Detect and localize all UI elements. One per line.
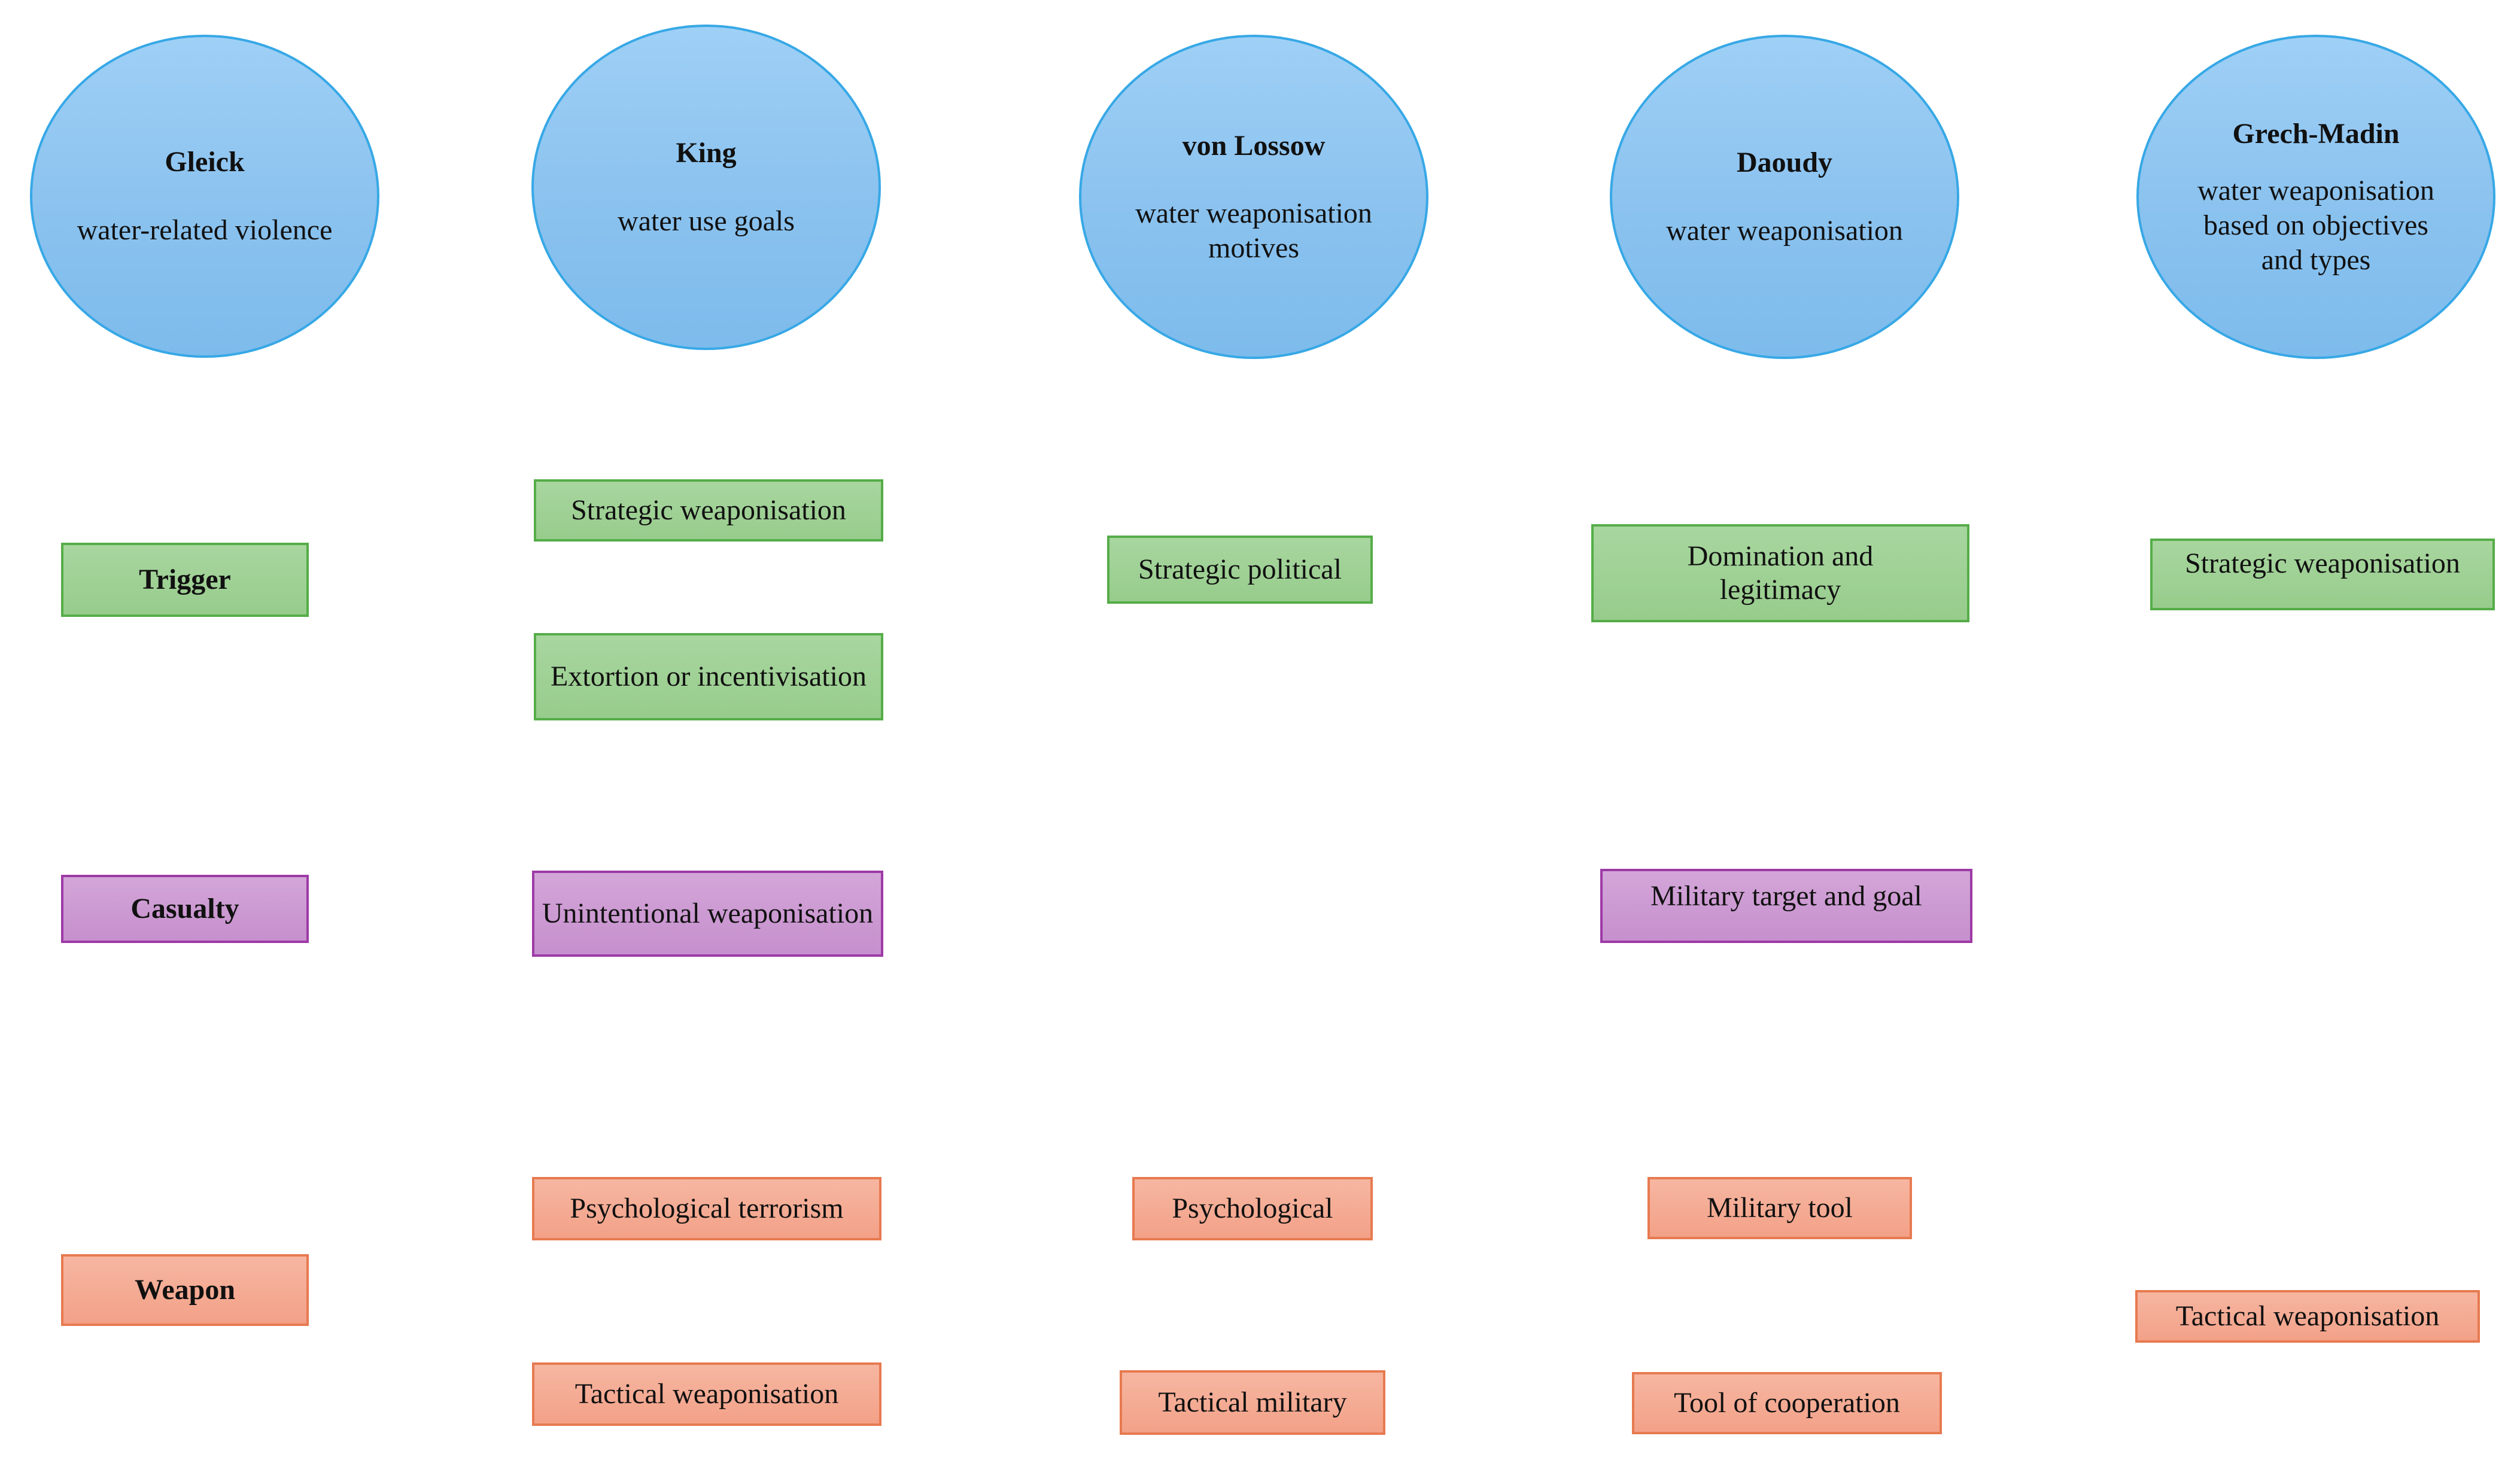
- box-weapon: Weapon: [61, 1254, 309, 1326]
- circle-description: water use goals: [618, 205, 795, 237]
- circle-von-lossow: von Lossow water weaponisation motives: [1079, 35, 1428, 359]
- circle-title: Grech-Madin: [2232, 117, 2400, 150]
- circle-daoudy: Daoudy water weaponisation: [1610, 35, 1959, 359]
- box-daoudy-domination: Domination and legitimacy: [1591, 524, 1969, 622]
- box-grechmadin-strategic: Strategic weaponisation: [2150, 539, 2495, 610]
- circle-description: water-related violence: [77, 214, 333, 246]
- box-king-strategic: Strategic weaponisation: [534, 479, 883, 542]
- box-daoudy-cooperation: Tool of cooperation: [1632, 1372, 1942, 1434]
- box-king-psychological: Psychological terrorism: [532, 1177, 881, 1240]
- circle-king: King water use goals: [531, 25, 881, 350]
- box-casualty: Casualty: [61, 875, 309, 943]
- circle-grech-madin: Grech-Madin water weaponisation based on…: [2136, 35, 2495, 359]
- circle-title: Daoudy: [1736, 147, 1833, 179]
- box-daoudy-military-tool: Military tool: [1647, 1177, 1912, 1239]
- box-vonlossow-psychological: Psychological: [1132, 1177, 1373, 1240]
- circle-title: King: [676, 137, 737, 169]
- box-vonlossow-tactical: Tactical military: [1120, 1370, 1385, 1435]
- circle-title: Gleick: [165, 146, 245, 178]
- box-king-tactical: Tactical weaponisation: [532, 1362, 881, 1426]
- box-daoudy-military-target: Military target and goal: [1600, 869, 1972, 943]
- box-trigger: Trigger: [61, 543, 309, 617]
- circle-gleick: Gleick water-related violence: [30, 35, 379, 358]
- box-king-unintentional: Unintentional weaponisation: [532, 871, 883, 957]
- box-king-extortion: Extortion or incentivisation: [534, 633, 883, 720]
- circle-description: water weaponisation motives: [1135, 197, 1372, 264]
- circle-title: von Lossow: [1182, 129, 1326, 162]
- box-vonlossow-strategic: Strategic political: [1107, 536, 1373, 604]
- box-grechmadin-tactical: Tactical weaponisation: [2135, 1290, 2480, 1343]
- circle-description: water weaponisation: [1666, 215, 1903, 247]
- circle-description: water weaponisation based on objectives …: [2197, 175, 2434, 276]
